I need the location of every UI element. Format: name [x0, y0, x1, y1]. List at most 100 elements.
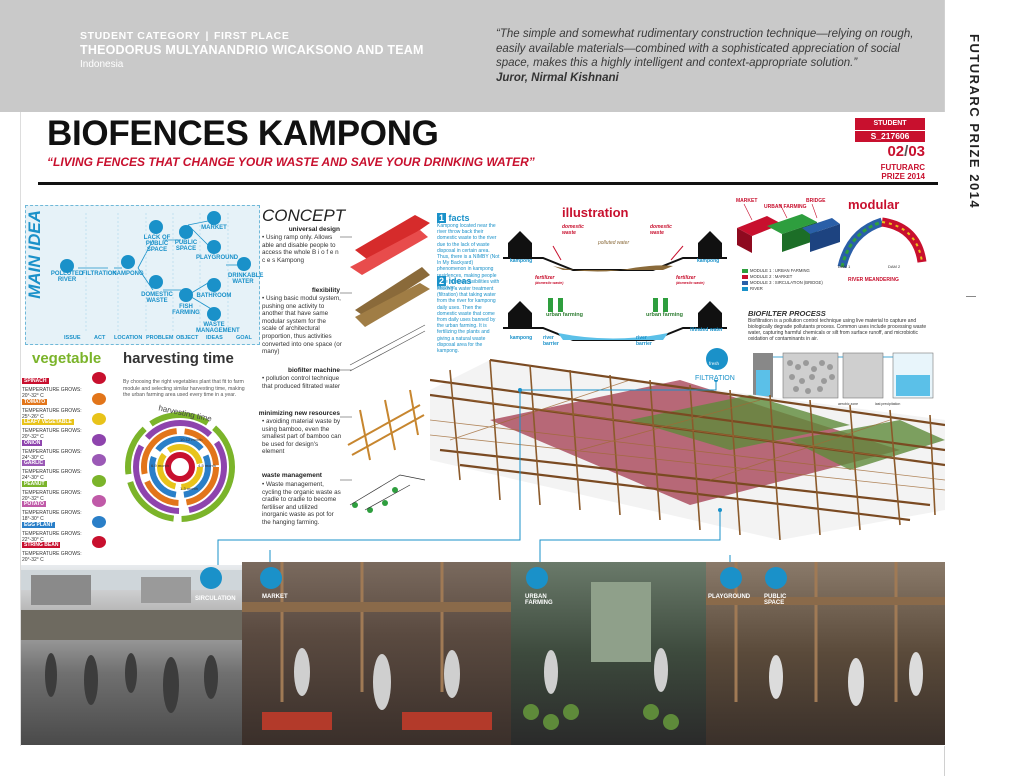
student-category-badge: STUDENT CATEGORY	[855, 118, 925, 139]
fertilizer-1-sub: (domestic waste)	[535, 281, 564, 285]
modular-legend-item: MODULE 2 : MARKET	[742, 274, 792, 279]
page-number: 02/03	[855, 143, 925, 160]
juror-quote: “The simple and somewhat rudimentary con…	[496, 28, 914, 69]
vegetable-temp: 24°-30° C	[22, 454, 44, 461]
node-public-space: PUBLIC SPACE	[174, 240, 198, 252]
category-prefix: STUDENT CATEGORY	[80, 30, 201, 42]
illustration-sections	[503, 231, 727, 341]
vertical-title: FUTURARC PRIZE 2014	[957, 34, 1017, 264]
modular-label-market: MARKET	[736, 198, 758, 204]
concept-head-biofilter: biofilter machine	[287, 367, 340, 374]
concept-head-waste: waste management	[262, 472, 322, 479]
photo-urban-farming	[511, 562, 709, 745]
axis-act: ACT	[94, 335, 106, 341]
main-idea-label: MAIN IDEA	[25, 210, 50, 330]
facts-num: 1	[437, 213, 447, 223]
vegetable-temp: 24°-30° C	[22, 475, 44, 481]
node-filtration: FILTRATION	[82, 271, 117, 277]
label-river-barrier-2: river barrier	[636, 335, 652, 347]
ideas-head: ideas	[448, 276, 472, 286]
ideas-body: Making a water treatment (filtration) th…	[437, 286, 496, 355]
concept-body-waste: • Waste management, cycling the organic …	[262, 481, 341, 526]
vegetable-temp-label: TEMPERATURE GROWS:	[22, 428, 82, 434]
public-space-icon	[179, 225, 193, 239]
vegetable-name: POTATO	[22, 501, 46, 507]
harvesting-rings	[125, 412, 235, 522]
photo-urban-farming-render	[523, 582, 679, 730]
playground-icon	[207, 240, 221, 254]
concept-body-flexibility: • Using basic modul system, pushing one …	[262, 295, 342, 356]
vegetable-temp-label: TEMPERATURE GROWS:	[22, 530, 82, 537]
vegetable-image	[92, 454, 106, 466]
vegetable-temp: 20°-32° C	[22, 434, 44, 440]
vegetable-temp-label: TEMPERATURE GROWS:	[22, 448, 82, 455]
vegetable-name: ONION	[22, 439, 43, 446]
concept-diagrams	[340, 215, 430, 513]
category-place: FIRST PLACE	[213, 30, 290, 42]
vegetable-image	[92, 372, 106, 384]
label-filtrated-water: filtrated water	[690, 327, 723, 333]
fish-farming-icon	[179, 288, 193, 302]
vegetable-image	[92, 536, 106, 548]
node-drinkable-water: DRINKABLE WATER	[228, 273, 264, 285]
legend-text: RIVER	[750, 286, 763, 291]
vegetable-temp-label: TEMPERATURE GROWS:	[22, 489, 82, 496]
public-space-icon-photo	[765, 567, 787, 589]
harvest-label-2: 6-9 month	[151, 463, 170, 468]
label-fertilizer-2: fertilizer(domestic waste)	[676, 275, 704, 285]
biofilter-text: Biofiltration is a pollution control tec…	[748, 318, 927, 342]
concept-body-biofilter: • pollution control technique that produ…	[262, 375, 341, 390]
ideas-num: 2	[437, 276, 447, 286]
vegetable-temp-label: TEMPERATURE GROWS:	[22, 551, 82, 557]
market-icon-photo	[260, 567, 282, 589]
node-waste-management: WASTE MANAGEMENT	[196, 322, 240, 334]
vertical-title-text: FUTURARC PRIZE 2014	[967, 34, 982, 210]
urban-farming-icon	[526, 567, 548, 589]
category-line: STUDENT CATEGORY|FIRST PLACE	[80, 30, 289, 42]
vegetable-temp: 20°-32° C	[22, 495, 44, 502]
node-lack-public-space: LACK OF PUBLIC SPACE	[143, 235, 171, 253]
label-polluted-water: polluted water	[598, 240, 630, 246]
photo-sirculation	[21, 565, 246, 745]
label-urban-farming-1: urban farming	[546, 312, 583, 318]
node-fish-farming: FISH FARMING	[172, 304, 200, 316]
modular-label-bridge: BRIDGE	[806, 198, 826, 204]
playground-icon-photo	[720, 567, 742, 589]
concept-head-minimizing: minimizing new resources	[258, 410, 340, 417]
page-total: 03	[908, 143, 925, 160]
river-meandering-label: RIVER MEANDERING	[848, 277, 899, 283]
team-country: Indonesia	[80, 59, 124, 70]
photo-label-urban-farming: URBAN FARMING	[525, 594, 553, 606]
axis-issue: ISSUE	[64, 335, 81, 341]
bamboo-structure-render	[430, 358, 945, 541]
legend-text: MODULE 2 : MARKET	[750, 274, 793, 279]
illustration-title: illustration	[562, 205, 629, 220]
facts-heading: 1 facts	[437, 213, 470, 223]
waste-management-icon	[207, 307, 221, 321]
vegetable-temp: 18°-30° C	[22, 516, 44, 522]
photo-label-public-space: PUBLIC SPACE	[764, 594, 787, 606]
label-kampong-1: kampong	[510, 258, 533, 264]
photo-sirculation-render	[21, 570, 246, 713]
label-river-barrier-1: river barrier	[543, 335, 559, 347]
photo-playground-render	[706, 562, 945, 706]
vegetable-image	[92, 474, 106, 487]
legend-swatch	[742, 274, 748, 279]
vegetable-temp-label: TEMPERATURE GROWS:	[22, 387, 82, 393]
label-kampong-2: kampong	[697, 258, 720, 264]
legend-swatch	[742, 280, 748, 285]
vegetable-temp: 20°-32° C	[22, 393, 44, 399]
team-name: THEODORUS MULYANANDRIO WICAKSONO AND TEA…	[80, 43, 424, 57]
axis-problem: PROBLEM	[146, 335, 174, 341]
kampong-icon	[121, 255, 135, 269]
vegetable-name: EGG PLANT	[22, 521, 56, 528]
vegetable-image	[92, 433, 106, 446]
title-rule	[38, 182, 938, 185]
node-domestic-waste: DOMESTIC WASTE	[141, 292, 173, 304]
